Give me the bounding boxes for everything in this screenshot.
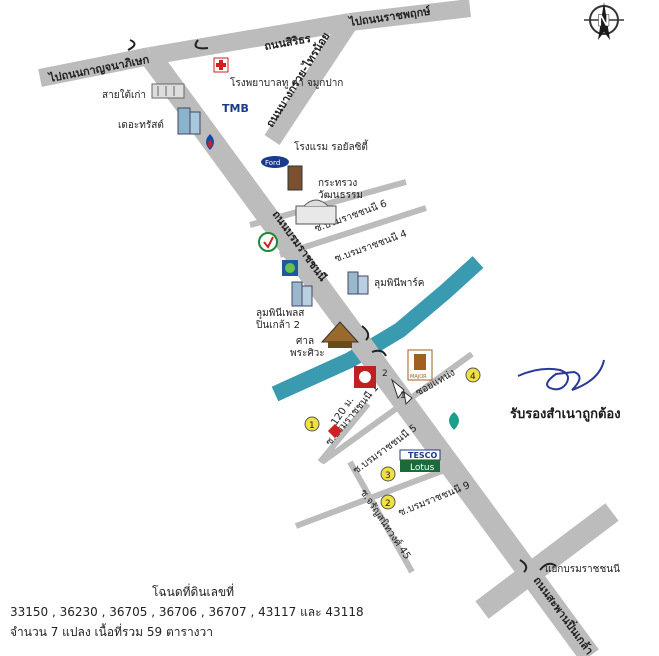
thetrust-building-icon bbox=[177, 107, 201, 135]
place-label-junction: แยกบรมราชชนนี bbox=[545, 563, 620, 575]
signature-mark bbox=[517, 359, 605, 391]
place-label-shrine-1: ศาล bbox=[296, 336, 314, 347]
direction-arrow-icon bbox=[403, 390, 413, 406]
svg-text:Ford: Ford bbox=[265, 159, 280, 167]
direction-arrow-icon bbox=[390, 378, 405, 400]
ministry-building-icon bbox=[295, 199, 337, 225]
tmb-label: TMB bbox=[222, 102, 249, 115]
place-label-saitai: สายใต้เก่า bbox=[102, 89, 146, 101]
lotus-label: Lotus bbox=[410, 463, 435, 473]
major-label: MAJOR bbox=[410, 374, 427, 380]
certified-copy-text: รับรองสำเนาถูกต้อง bbox=[510, 406, 621, 422]
place-label-hospital: โรงพยาบาลทู ตา จมูกปาก bbox=[230, 76, 343, 89]
road-borom-main bbox=[141, 49, 599, 656]
deed-title: โฉนดที่ดินเลขที่ bbox=[152, 585, 235, 599]
tesco-label: TESCO bbox=[408, 451, 438, 460]
lumpini-park-building-icon bbox=[347, 271, 369, 295]
svg-text:2: 2 bbox=[385, 499, 391, 509]
road-soi4 bbox=[279, 205, 427, 258]
road-soi6 bbox=[249, 179, 407, 228]
saitai-building-icon bbox=[151, 83, 185, 99]
numbered-marker: 3 bbox=[380, 466, 396, 482]
kbank-icon bbox=[258, 232, 278, 252]
place-label-lumpini-place-1: ลุมพินีเพลส bbox=[256, 307, 304, 319]
road-sathanphan bbox=[475, 503, 619, 619]
ptt-icon bbox=[206, 134, 214, 150]
place-label-thetrust: เดอะทรัสต์ bbox=[118, 119, 164, 131]
svg-text:1: 1 bbox=[309, 421, 315, 431]
place-label-hotel: โรงแรม รอยัลซิตี้ bbox=[294, 139, 369, 153]
lumpini-place-building-icon bbox=[291, 281, 313, 307]
tesco-lotus-icon bbox=[399, 449, 441, 472]
place-label-ministry-1: กระทรวง bbox=[318, 178, 357, 189]
numbered-marker: 1 bbox=[304, 416, 320, 432]
compass-icon bbox=[584, 2, 624, 40]
petronas-icon bbox=[449, 412, 459, 430]
road-ratchaphruek bbox=[348, 0, 472, 31]
road-bangkruai bbox=[264, 17, 358, 145]
ford-icon: Ford bbox=[261, 156, 289, 168]
exit-number: 1 bbox=[400, 391, 406, 401]
road-soi45 bbox=[347, 460, 415, 574]
road-soi9 bbox=[294, 462, 460, 529]
svg-text:3: 3 bbox=[385, 471, 391, 481]
deed-info: โฉนดที่ดินเลขที่ 33150 , 36230 , 36705 ,… bbox=[10, 582, 650, 642]
exit-number: 2 bbox=[382, 369, 388, 379]
major-icon bbox=[407, 349, 433, 381]
deed-numbers: 33150 , 36230 , 36705 , 36706 , 36707 , … bbox=[10, 605, 364, 619]
hotel-building-icon bbox=[287, 165, 303, 191]
road-sirindhorn bbox=[148, 13, 352, 65]
svg-text:4: 4 bbox=[470, 372, 476, 382]
place-label-ministry-2: วัฒนธรรม bbox=[318, 190, 363, 201]
central-icon bbox=[354, 366, 376, 388]
canal bbox=[271, 256, 484, 402]
numbered-marker: 2 bbox=[380, 494, 396, 510]
place-label-lumpini-park: ลุมพินีพาร์ค bbox=[374, 277, 424, 289]
road-kanchana bbox=[38, 47, 152, 87]
bangchak-icon bbox=[282, 260, 298, 276]
place-label-shrine-2: พระศิวะ bbox=[290, 348, 325, 359]
bridge-marks bbox=[127, 39, 557, 573]
place-label-lumpini-place-2: ปิ่นเกล้า 2 bbox=[255, 317, 300, 331]
hospital-icon bbox=[213, 57, 229, 73]
shrine-icon bbox=[320, 321, 360, 348]
road-soi1 bbox=[317, 402, 371, 464]
property-location-marker bbox=[327, 423, 343, 439]
road-soi5 bbox=[320, 351, 474, 465]
road-network bbox=[38, 0, 619, 656]
numbered-marker: 4 bbox=[465, 367, 481, 383]
deed-area: จำนวน 7 แปลง เนื้อที่รวม 59 ตารางวา bbox=[10, 625, 214, 639]
compass-label: N bbox=[597, 11, 610, 30]
